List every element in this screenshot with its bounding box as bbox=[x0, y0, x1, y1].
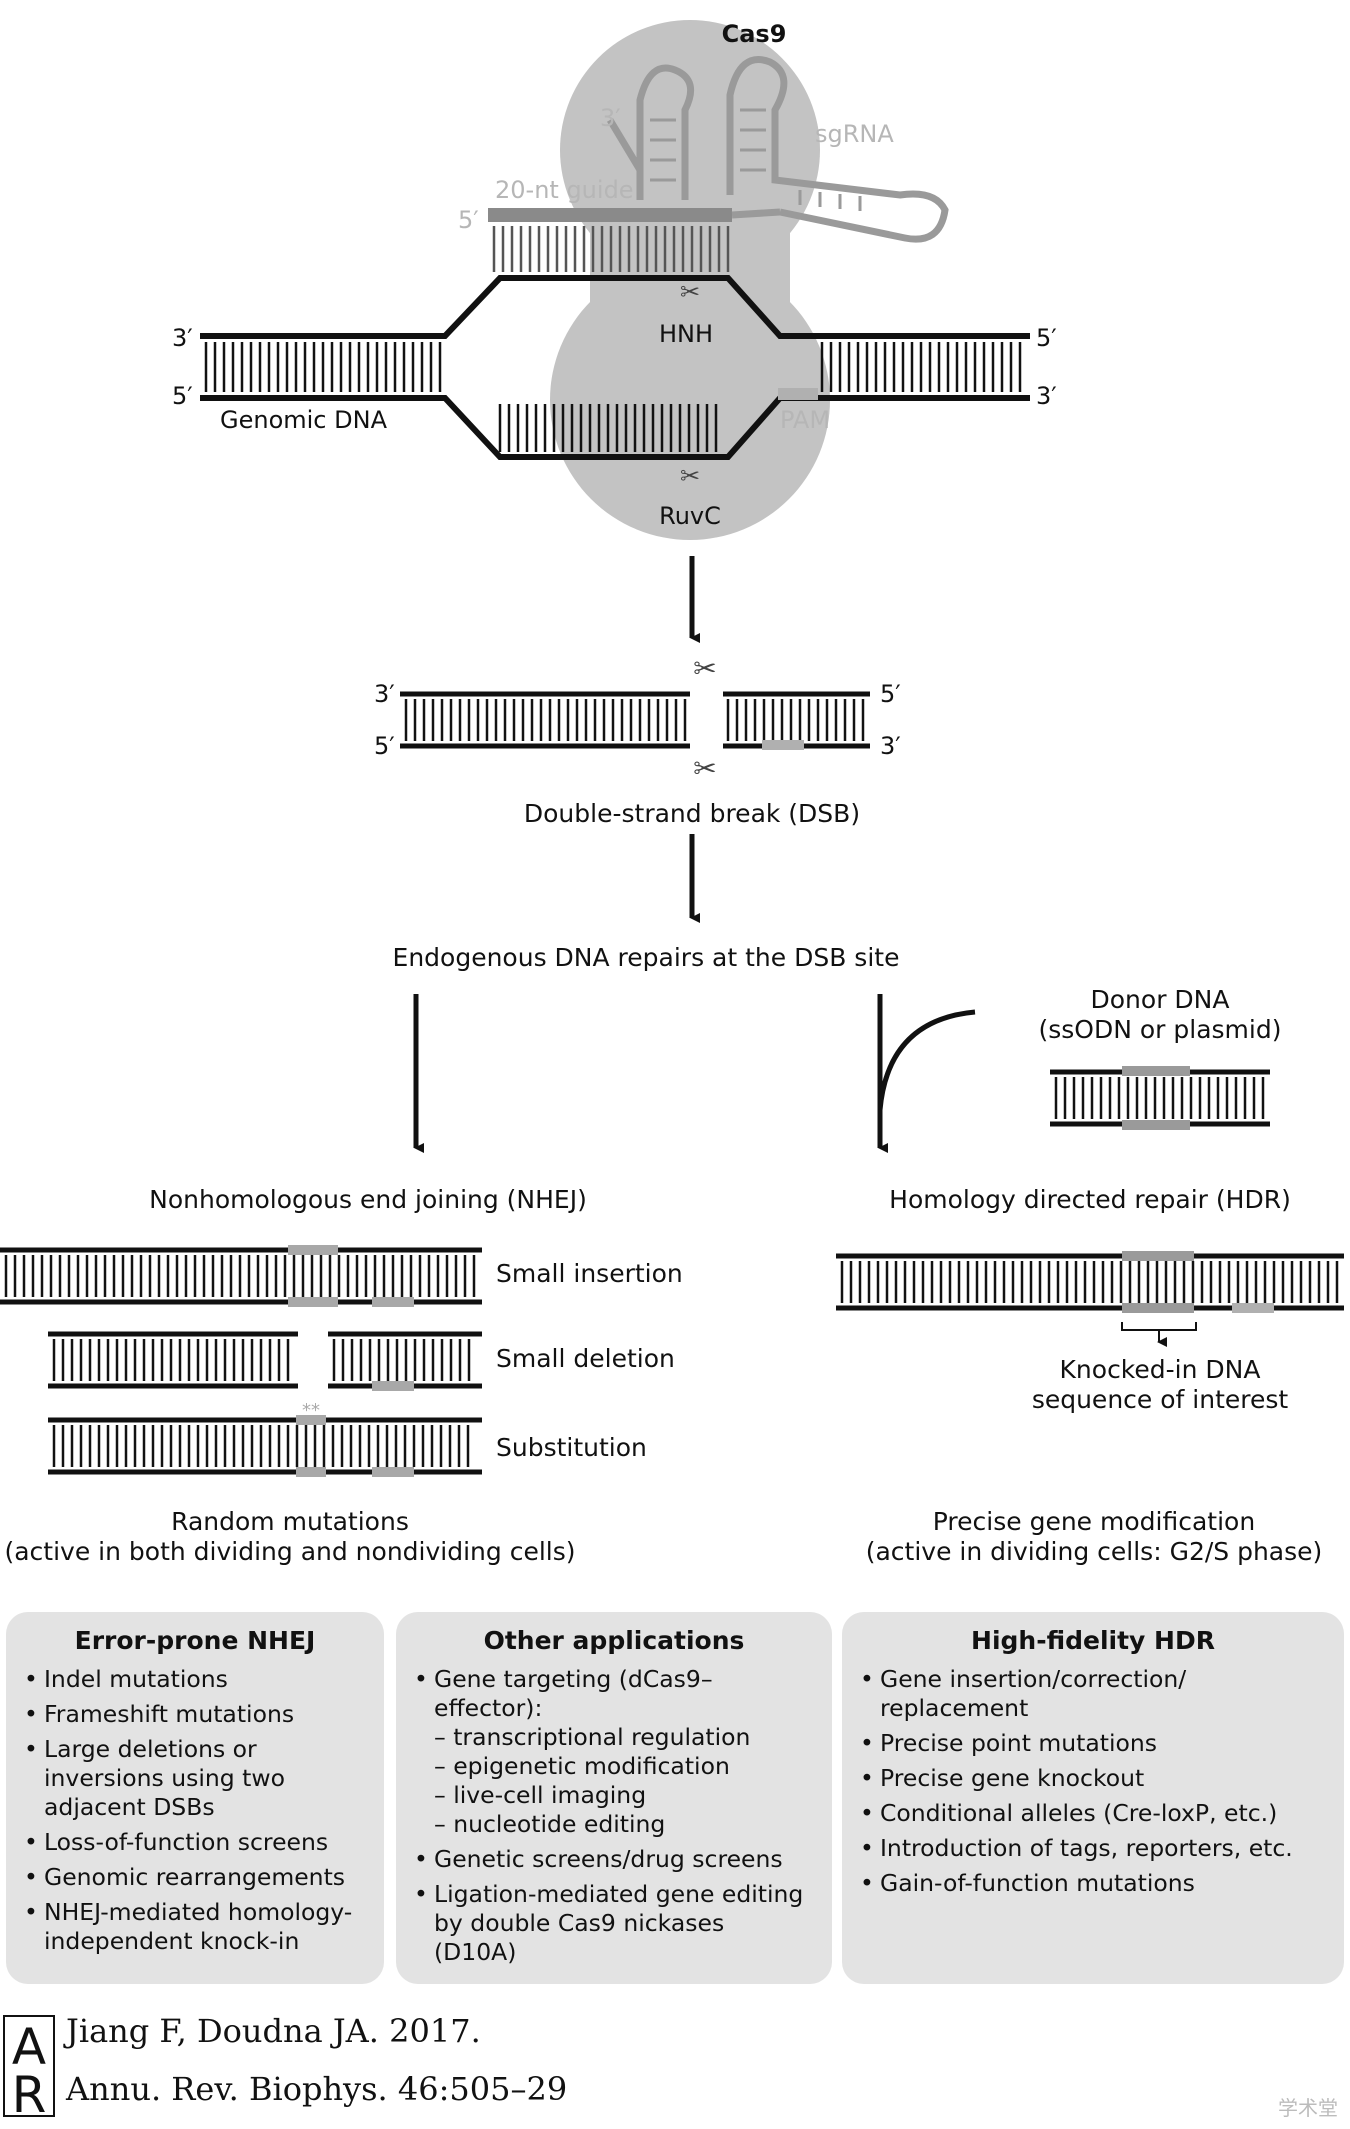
ruvc-scissors-icon: ✂ bbox=[680, 462, 700, 490]
dsb-left-top-label: 3′ bbox=[374, 680, 395, 708]
nhej-box-title: Error-prone NHEJ bbox=[74, 1626, 316, 1655]
dsb-top-scissors-icon: ✂ bbox=[693, 652, 716, 685]
citation-line1: Jiang F, Doudna JA. 2017. bbox=[66, 2012, 481, 2050]
donor-title: Donor DNA bbox=[1091, 985, 1230, 1014]
sgrna-structure bbox=[606, 55, 949, 243]
list-item: Gene insertion/correction/ replacement bbox=[860, 1665, 1326, 1723]
nhej-outcome-deletion: Small deletion bbox=[496, 1344, 675, 1373]
nhej-outcome-substitution: Substitution bbox=[496, 1433, 647, 1462]
cas9-label: Cas9 bbox=[722, 20, 787, 48]
hdr-title: Homology directed repair (HDR) bbox=[889, 1185, 1291, 1214]
dsb-bottom-scissors-icon: ✂ bbox=[693, 752, 716, 785]
nhej-base-pairs bbox=[4, 1255, 476, 1467]
citation-line2: Annu. Rev. Biophys. 46:505–29 bbox=[66, 2070, 568, 2108]
donor-subtitle: (ssODN or plasmid) bbox=[1039, 1015, 1282, 1044]
genomic-base-pairs bbox=[204, 342, 1022, 452]
list-item: Conditional alleles (Cre-loxP, etc.) bbox=[860, 1799, 1326, 1828]
sub-item: – transcriptional regulation bbox=[434, 1723, 751, 1751]
dsb-caption: Double-strand break (DSB) bbox=[524, 799, 860, 828]
list-item: Genetic screens/drug screens bbox=[414, 1845, 814, 1874]
list-item-gene-targeting: Gene targeting (dCas9–effector): – trans… bbox=[414, 1665, 814, 1839]
other-box-title: Other applications bbox=[483, 1626, 745, 1655]
other-applications-box: Other applications Gene targeting (dCas9… bbox=[396, 1612, 832, 1984]
guide-five-prime-label: 5′ bbox=[458, 206, 479, 234]
list-item: Genomic rearrangements bbox=[24, 1863, 366, 1892]
dsb-right-bottom-label: 3′ bbox=[880, 732, 901, 760]
genomic-dna bbox=[200, 275, 1030, 460]
knockin-line1: Knocked-in DNA bbox=[1060, 1355, 1261, 1384]
list-item: Indel mutations bbox=[24, 1665, 366, 1694]
hdr-result-line2: (active in dividing cells: G2/S phase) bbox=[866, 1537, 1323, 1566]
nhej-title: Nonhomologous end joining (NHEJ) bbox=[149, 1185, 587, 1214]
substitution-marks: ** bbox=[302, 1400, 320, 1421]
sgrna-base-pairs bbox=[650, 108, 862, 211]
nhej-highlights bbox=[288, 1245, 414, 1477]
other-box-list: Gene targeting (dCas9–effector): – trans… bbox=[414, 1665, 814, 1967]
annual-reviews-logo: A R bbox=[3, 2015, 55, 2124]
svg-text:R: R bbox=[12, 2066, 47, 2124]
nhej-result-line2: (active in both dividing and nondividing… bbox=[4, 1537, 575, 1566]
guide-rna-bar bbox=[488, 208, 732, 222]
sub-item: – epigenetic modification bbox=[434, 1752, 730, 1780]
pam-label: PAM bbox=[780, 406, 830, 434]
left-top-end-label: 3′ bbox=[172, 324, 193, 352]
hnh-scissors-icon: ✂ bbox=[680, 278, 700, 306]
dsb-left-bottom-label: 5′ bbox=[374, 732, 395, 760]
guide-label: 20-nt guide bbox=[495, 176, 634, 204]
dsb-pam-site bbox=[762, 740, 804, 750]
right-top-end-label: 5′ bbox=[1036, 324, 1057, 352]
list-item: Precise point mutations bbox=[860, 1729, 1326, 1758]
hdr-result-line1: Precise gene modification bbox=[933, 1507, 1255, 1536]
donor-base-pairs bbox=[1054, 1077, 1265, 1119]
repair-caption: Endogenous DNA repairs at the DSB site bbox=[393, 943, 900, 972]
list-item: Precise gene knockout bbox=[860, 1764, 1326, 1793]
svg-text:A: A bbox=[12, 2018, 46, 2076]
dsb-right-top-label: 5′ bbox=[880, 680, 901, 708]
gene-targeting-sublist: – transcriptional regulation – epigeneti… bbox=[434, 1723, 814, 1839]
left-bottom-end-label: 5′ bbox=[172, 382, 193, 410]
list-item: Ligation-mediated gene editing by double… bbox=[414, 1880, 814, 1967]
watermark: 学术堂 bbox=[1278, 2096, 1338, 2120]
hdr-box-list: Gene insertion/correction/ replacement P… bbox=[860, 1665, 1326, 1898]
right-bottom-end-label: 3′ bbox=[1036, 382, 1057, 410]
hdr-box-title: High-fidelity HDR bbox=[971, 1626, 1215, 1655]
dsb-base-pairs bbox=[404, 699, 865, 741]
sub-item: – live-cell imaging bbox=[434, 1781, 647, 1809]
sgrna-label: sgRNA bbox=[815, 120, 894, 148]
donor-join-curve bbox=[877, 1009, 976, 1111]
rna-three-prime-label: 3′ bbox=[600, 104, 621, 132]
guide-base-pairs bbox=[492, 226, 730, 272]
list-item: Large deletions or inversions using two … bbox=[24, 1735, 366, 1822]
list-item: Loss-of-function screens bbox=[24, 1828, 366, 1857]
hdr-applications-box: High-fidelity HDR Gene insertion/correct… bbox=[842, 1612, 1344, 1984]
sub-item: – nucleotide editing bbox=[434, 1810, 666, 1838]
list-item: Introduction of tags, reporters, etc. bbox=[860, 1834, 1326, 1863]
hdr-highlights bbox=[1122, 1251, 1274, 1313]
list-item: NHEJ-mediated homology-independent knock… bbox=[24, 1898, 366, 1956]
hdr-base-pairs bbox=[840, 1261, 1339, 1303]
list-item: Gain-of-function mutations bbox=[860, 1869, 1326, 1898]
hdr-dna-strands bbox=[836, 1253, 1344, 1311]
nhej-result-line1: Random mutations bbox=[171, 1507, 409, 1536]
gene-targeting-text: Gene targeting (dCas9–effector): bbox=[434, 1665, 713, 1722]
nhej-outcome-insertion: Small insertion bbox=[496, 1259, 683, 1288]
nhej-applications-box: Error-prone NHEJ Indel mutations Framesh… bbox=[6, 1612, 384, 1984]
knockin-line2: sequence of interest bbox=[1032, 1385, 1289, 1414]
genomic-dna-label: Genomic DNA bbox=[220, 406, 388, 434]
nhej-box-list: Indel mutations Frameshift mutations Lar… bbox=[24, 1665, 366, 1956]
pam-site bbox=[778, 388, 818, 400]
ruvc-label: RuvC bbox=[659, 502, 721, 530]
list-item: Frameshift mutations bbox=[24, 1700, 366, 1729]
knockin-bracket bbox=[1121, 1322, 1197, 1331]
hnh-label: HNH bbox=[659, 320, 713, 348]
